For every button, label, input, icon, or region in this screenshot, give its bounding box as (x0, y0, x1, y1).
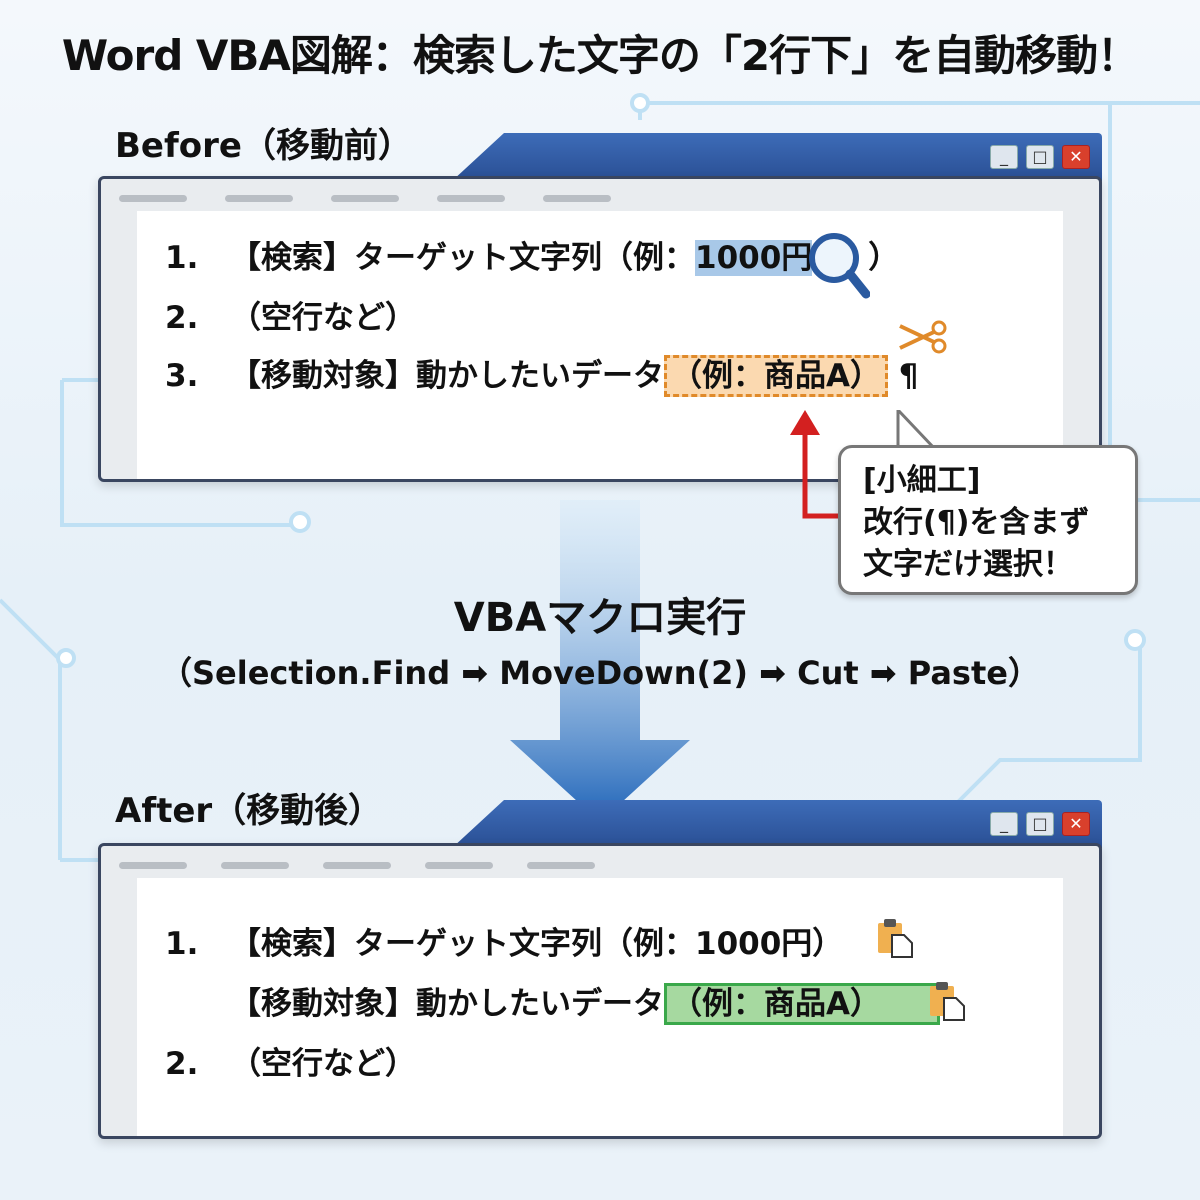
toolbar-item[interactable] (119, 195, 187, 202)
toolbar-item[interactable] (331, 195, 399, 202)
toolbar-item[interactable] (225, 195, 293, 202)
before-label: Before（移動前） (115, 126, 412, 166)
cut-selection: （例：商品A） (664, 355, 888, 397)
callout-line: [小細工] (863, 463, 981, 498)
list-number: 3. (165, 358, 199, 394)
after-label: After（移動後） (115, 791, 383, 831)
list-item: 1. 【検索】ターゲット文字列（例：1000円 ） (165, 232, 900, 299)
line-text: 【移動対象】動かしたいデータ (230, 986, 664, 1022)
list-number: 2. (165, 1046, 199, 1082)
minimize-button[interactable]: _ (990, 812, 1018, 836)
line-text: 【検索】ターゲット文字列（例： (230, 240, 695, 276)
line-text: ） (868, 240, 900, 276)
red-arrow (790, 410, 846, 519)
close-button[interactable]: ✕ (1062, 812, 1090, 836)
list-item: 2. （空行など） (165, 1038, 416, 1083)
search-highlight: 1000円 (695, 240, 813, 276)
page-title: Word VBA図解：検索した文字の「2行下」を自動移動！ (61, 31, 1139, 80)
clipboard-paste-icon (878, 919, 913, 958)
scissors-icon (899, 320, 947, 354)
line-text: 【検索】ターゲット文字列（例：1000円） (230, 926, 844, 962)
clipboard-paste-icon (930, 982, 965, 1021)
pasted-highlight: （例：商品A） (664, 983, 940, 1025)
minimize-button[interactable]: _ (990, 145, 1018, 169)
callout-line: 文字だけ選択！ (863, 547, 1073, 582)
list-number: 1. (165, 926, 199, 962)
line-text: 【移動対象】動かしたいデータ (230, 358, 664, 394)
toolbar-item[interactable] (543, 195, 611, 202)
line-text: （空行など） (230, 300, 416, 336)
magnifier-wrap (806, 233, 871, 299)
list-number: 1. (165, 240, 199, 276)
list-item: 2. （空行など） (165, 292, 416, 337)
list-item: 【移動対象】動かしたいデータ（例：商品A） (165, 978, 940, 1025)
magnifier-icon (809, 233, 871, 299)
down-arrow (510, 500, 690, 822)
list-number: 2. (165, 300, 199, 336)
list-item: 3. 【移動対象】動かしたいデータ（例：商品A） ¶ (165, 350, 919, 397)
pilcrow-mark: ¶ (898, 358, 919, 394)
toolbar-item[interactable] (323, 862, 391, 869)
maximize-button[interactable]: □ (1026, 145, 1054, 169)
list-item: 1. 【検索】ターゲット文字列（例：1000円） (165, 918, 843, 963)
toolbar-item[interactable] (527, 862, 595, 869)
line-text: （空行など） (230, 1046, 416, 1082)
macro-title: VBAマクロ実行 (453, 595, 747, 641)
maximize-button[interactable]: □ (1026, 812, 1054, 836)
macro-steps: （Selection.Find ➡ MoveDown(2) ➡ Cut ➡ Pa… (160, 654, 1040, 692)
callout-line: 改行(¶)を含まず (863, 505, 1090, 540)
toolbar-item[interactable] (119, 862, 187, 869)
tip-callout: [小細工] 改行(¶)を含まず 文字だけ選択！ (838, 445, 1138, 595)
callout-pointer (896, 410, 938, 450)
toolbar-item[interactable] (425, 862, 493, 869)
toolbar-item[interactable] (221, 862, 289, 869)
close-button[interactable]: ✕ (1062, 145, 1090, 169)
toolbar-item[interactable] (437, 195, 505, 202)
